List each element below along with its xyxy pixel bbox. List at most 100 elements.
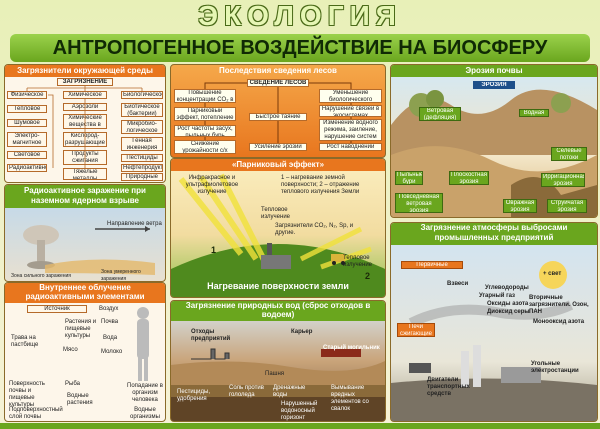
rill-erosion-box: Струйчатая эрозия bbox=[547, 199, 587, 213]
radioactive-header: Радиоактивное заражение при наземном яде… bbox=[5, 185, 165, 208]
human-silhouette bbox=[137, 307, 149, 381]
engines-label: Двигатели транспортных средств bbox=[427, 377, 470, 397]
microbio-box: Микробио-логическое bbox=[121, 120, 163, 134]
oil-box: Нефтепродукты bbox=[121, 164, 163, 172]
suspensions-label: Взвеси bbox=[447, 281, 469, 287]
light-box: Световое bbox=[7, 151, 47, 159]
mudflow-box: Селевые потоки bbox=[551, 147, 587, 161]
landfill-label: Вымывание вредных элементов со свалок bbox=[331, 385, 369, 412]
co-label: Угарный газ bbox=[479, 293, 515, 299]
gully-erosion-box: Овражная эрозия bbox=[503, 199, 537, 213]
air-label: Воздух bbox=[99, 306, 119, 312]
surface-heating-label: Нагревание поверхности земли bbox=[207, 281, 349, 291]
pasture-label: Трава на пастбище bbox=[11, 335, 39, 348]
num-1: 1 bbox=[211, 245, 217, 255]
soil-box: Усиление эрозии почв bbox=[249, 143, 307, 151]
coal-plants-label: Угольные электростанции bbox=[531, 361, 579, 374]
natural-waste-box: Природные отходы bbox=[121, 173, 163, 181]
pesticides-label: Пестициды, удобрения bbox=[177, 389, 211, 402]
air-panel: Загрязнение атмосферы выбросами промышле… bbox=[390, 222, 598, 422]
radio-box: Радиоактивное bbox=[7, 164, 47, 172]
greenhouse-box: Парниковый эффект, потепление климата bbox=[174, 107, 236, 121]
no-label: Монооксид азота bbox=[533, 319, 585, 325]
water-panel: Загрязнение природных вод (сброс отходов… bbox=[170, 300, 386, 422]
fish-label: Рыба bbox=[65, 381, 80, 387]
pollutants-panel: Загрязнители окружающей среды ЗАГРЯЗНЕНИ… bbox=[4, 64, 166, 183]
light-label: + свет bbox=[543, 271, 562, 277]
biodiversity-box: Уменьшение биологического разнообразия bbox=[319, 89, 382, 103]
milk-label: Молоко bbox=[101, 349, 123, 355]
aquifer-label: Нарушенный водоносный горизонт bbox=[281, 401, 318, 421]
old-burial-label: Старый могильник bbox=[323, 345, 380, 351]
salt-label: Соль против гололеда bbox=[229, 385, 264, 398]
num-2: 2 bbox=[365, 271, 371, 281]
heat-label: Тепловое излучение bbox=[261, 207, 291, 220]
wind-direction-label: Направление ветра bbox=[107, 221, 162, 227]
intake-label: Попадание в организм человека bbox=[127, 383, 163, 403]
water-illustration bbox=[171, 348, 385, 421]
chem-air-box: Химические вещества в воздухе bbox=[63, 114, 107, 129]
footer-bar bbox=[0, 423, 600, 429]
aerosol-box: Аэрозоли bbox=[63, 103, 107, 111]
ecosystem-box: Нарушение связей в экосистемах bbox=[319, 105, 382, 117]
drought-box: Рост частоты засух, пыльных бурь bbox=[174, 125, 236, 137]
water-label: Вода bbox=[103, 335, 118, 341]
deforestation-top-box: СВЕДЕНИЕ ЛЕСОВ bbox=[247, 79, 309, 87]
air-illustration bbox=[391, 261, 597, 421]
nuclear-explosion bbox=[23, 225, 155, 275]
irrigation-erosion-box: Ирригационная эрозия bbox=[541, 173, 585, 187]
erosion-top-box: ЭРОЗИЯ bbox=[473, 81, 515, 89]
greenhouse-legend: 1 – нагревание земной поверхности; 2 – о… bbox=[281, 175, 360, 195]
nox-label: Оксиды азота bbox=[487, 301, 529, 307]
incinerator-box: Печи сжигающие отходы bbox=[397, 323, 435, 337]
biotic-box: Биотическое (бактерии) bbox=[121, 103, 163, 117]
plants-label: Растения и пищевые культуры bbox=[65, 319, 97, 339]
primary-pollutants-box: Первичные загрязнители bbox=[401, 261, 463, 269]
pesticides-box: Пестициды bbox=[121, 154, 163, 162]
so2-label: Диоксид серы bbox=[487, 309, 530, 315]
drainage-label: Дренажные воды bbox=[273, 385, 306, 398]
genetic-box: Генная инженерия bbox=[121, 137, 163, 151]
aquatic-organisms-label: Водные организмы bbox=[130, 407, 160, 420]
page-title: ЭКОЛОГИЯ bbox=[198, 0, 402, 31]
radioactive-panel: Радиоактивное заражение при наземном яде… bbox=[4, 184, 166, 282]
thermal-box: Тепловое bbox=[7, 105, 47, 113]
greenhouse-panel: «Парниковый эффект» Инфракрасное и ультр… bbox=[170, 158, 386, 298]
internal-panel: Внутреннее облучение радиоактивными элем… bbox=[4, 282, 166, 422]
air-header: Загрязнение атмосферы выбросами промышле… bbox=[391, 223, 597, 245]
greenhouse-illustration bbox=[171, 173, 385, 297]
dust-storm-box: Пыльные бури bbox=[395, 171, 423, 185]
chemical-box: Химическое bbox=[63, 91, 107, 99]
em-box: Электро-магнитное bbox=[7, 132, 47, 147]
bio-box: Биологическое bbox=[121, 91, 163, 99]
gases-label: Загрязнители CO₂, N₂, Sp, и другие. bbox=[275, 223, 354, 236]
hydrocarbons-label: Углеводороды bbox=[485, 285, 529, 291]
co2-box: Повышение концентрации CO₂ в атмосфере bbox=[174, 89, 236, 103]
flood-box: Рост наводнений bbox=[319, 143, 382, 151]
water-erosion-box: Водная bbox=[519, 109, 549, 117]
radionuclide-source-box: Источник радионуклидов bbox=[27, 305, 87, 313]
metals-box: Тяжелые металлы bbox=[63, 168, 107, 180]
physical-box: Физическое bbox=[7, 91, 47, 99]
snow-box: Быстрое таяние снегов bbox=[249, 113, 307, 121]
water-regime-box: Изменение водного режима, заиление, нару… bbox=[319, 119, 382, 141]
strong-zone-label: Зона сильного заражения bbox=[11, 273, 71, 279]
sheet-erosion-box: Плоскостная эрозия bbox=[449, 171, 489, 185]
erosion-panel: Эрозия почвы ЭРОЗИЯ Ветровая (дефляция) … bbox=[390, 64, 598, 218]
daily-wind-box: Повседневная ветровая эрозия bbox=[395, 193, 443, 213]
aquatic-plants-label: Водные растения bbox=[67, 393, 93, 406]
erosion-header: Эрозия почвы bbox=[391, 65, 597, 77]
pollution-top-box: ЗАГРЯЗНЕНИЕ bbox=[57, 78, 113, 86]
moderate-zone-label: Зона умеренного заражения bbox=[101, 269, 141, 282]
soil-label: Почва bbox=[101, 319, 119, 325]
factory-waste-label: Отходы предприятий bbox=[191, 329, 231, 342]
internal-header: Внутреннее облучение радиоактивными элем… bbox=[5, 283, 165, 303]
water-header: Загрязнение природных вод (сброс отходов… bbox=[171, 301, 385, 321]
yield-box: Снижение урожайности с/х культур bbox=[174, 140, 236, 154]
wind-erosion-box: Ветровая (дефляция) bbox=[419, 107, 461, 121]
fuel-box: Продукты сжигания топлива bbox=[63, 150, 107, 165]
surface-soil-label: Поверхность почвы и пищевые культуры bbox=[9, 381, 45, 408]
deforestation-header: Последствия сведения лесов bbox=[219, 66, 337, 75]
greenhouse-header: «Парниковый эффект» bbox=[171, 159, 385, 171]
